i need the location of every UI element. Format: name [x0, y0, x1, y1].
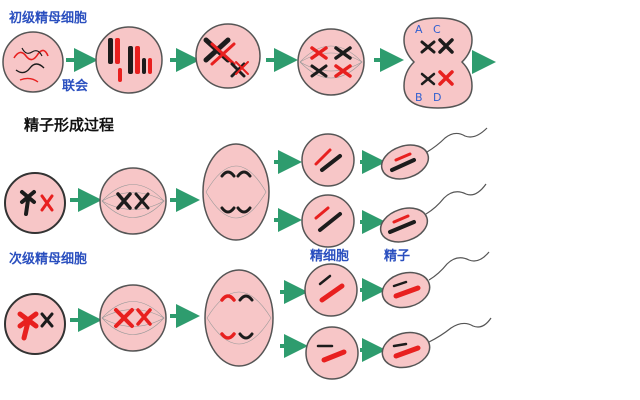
cell-primary-interphase	[2, 31, 64, 93]
spermatid-4	[305, 326, 359, 380]
label-synapsis: 联会	[62, 79, 89, 94]
label-letter-b: B	[415, 91, 423, 104]
spermatid-2	[301, 194, 355, 248]
cell-primary-synapsis	[95, 26, 163, 94]
cell-primary-tetrads	[195, 23, 261, 89]
cell-secondary-a-metaphase	[99, 167, 167, 235]
cell-primary-metaphase	[297, 28, 365, 96]
cell-secondary-a-anaphase	[202, 143, 270, 241]
label-letter-c: C	[433, 23, 441, 36]
cell-secondary-b-anaphase	[204, 269, 274, 367]
sperm-2	[379, 183, 487, 243]
spermatid-1	[301, 133, 355, 187]
label-primary-spermatocyte: 初级精母细胞	[9, 11, 88, 26]
cell-primary-anaphase	[403, 17, 473, 109]
label-sperm: 精子	[384, 249, 411, 264]
spermatid-3	[304, 263, 358, 317]
cell-secondary-b	[4, 293, 66, 355]
cell-secondary-b-metaphase	[99, 284, 167, 352]
label-spermatid: 精细胞	[310, 249, 350, 264]
sperm-3	[381, 251, 490, 309]
sperm-4	[381, 317, 492, 369]
label-letter-d: D	[433, 91, 442, 104]
cell-secondary-a	[4, 172, 66, 234]
label-secondary-spermatocyte: 次级精母细胞	[9, 252, 88, 267]
label-letter-a: A	[415, 23, 423, 36]
sperm-1	[380, 127, 488, 180]
label-spermatogenesis-title: 精子形成过程	[24, 116, 115, 134]
